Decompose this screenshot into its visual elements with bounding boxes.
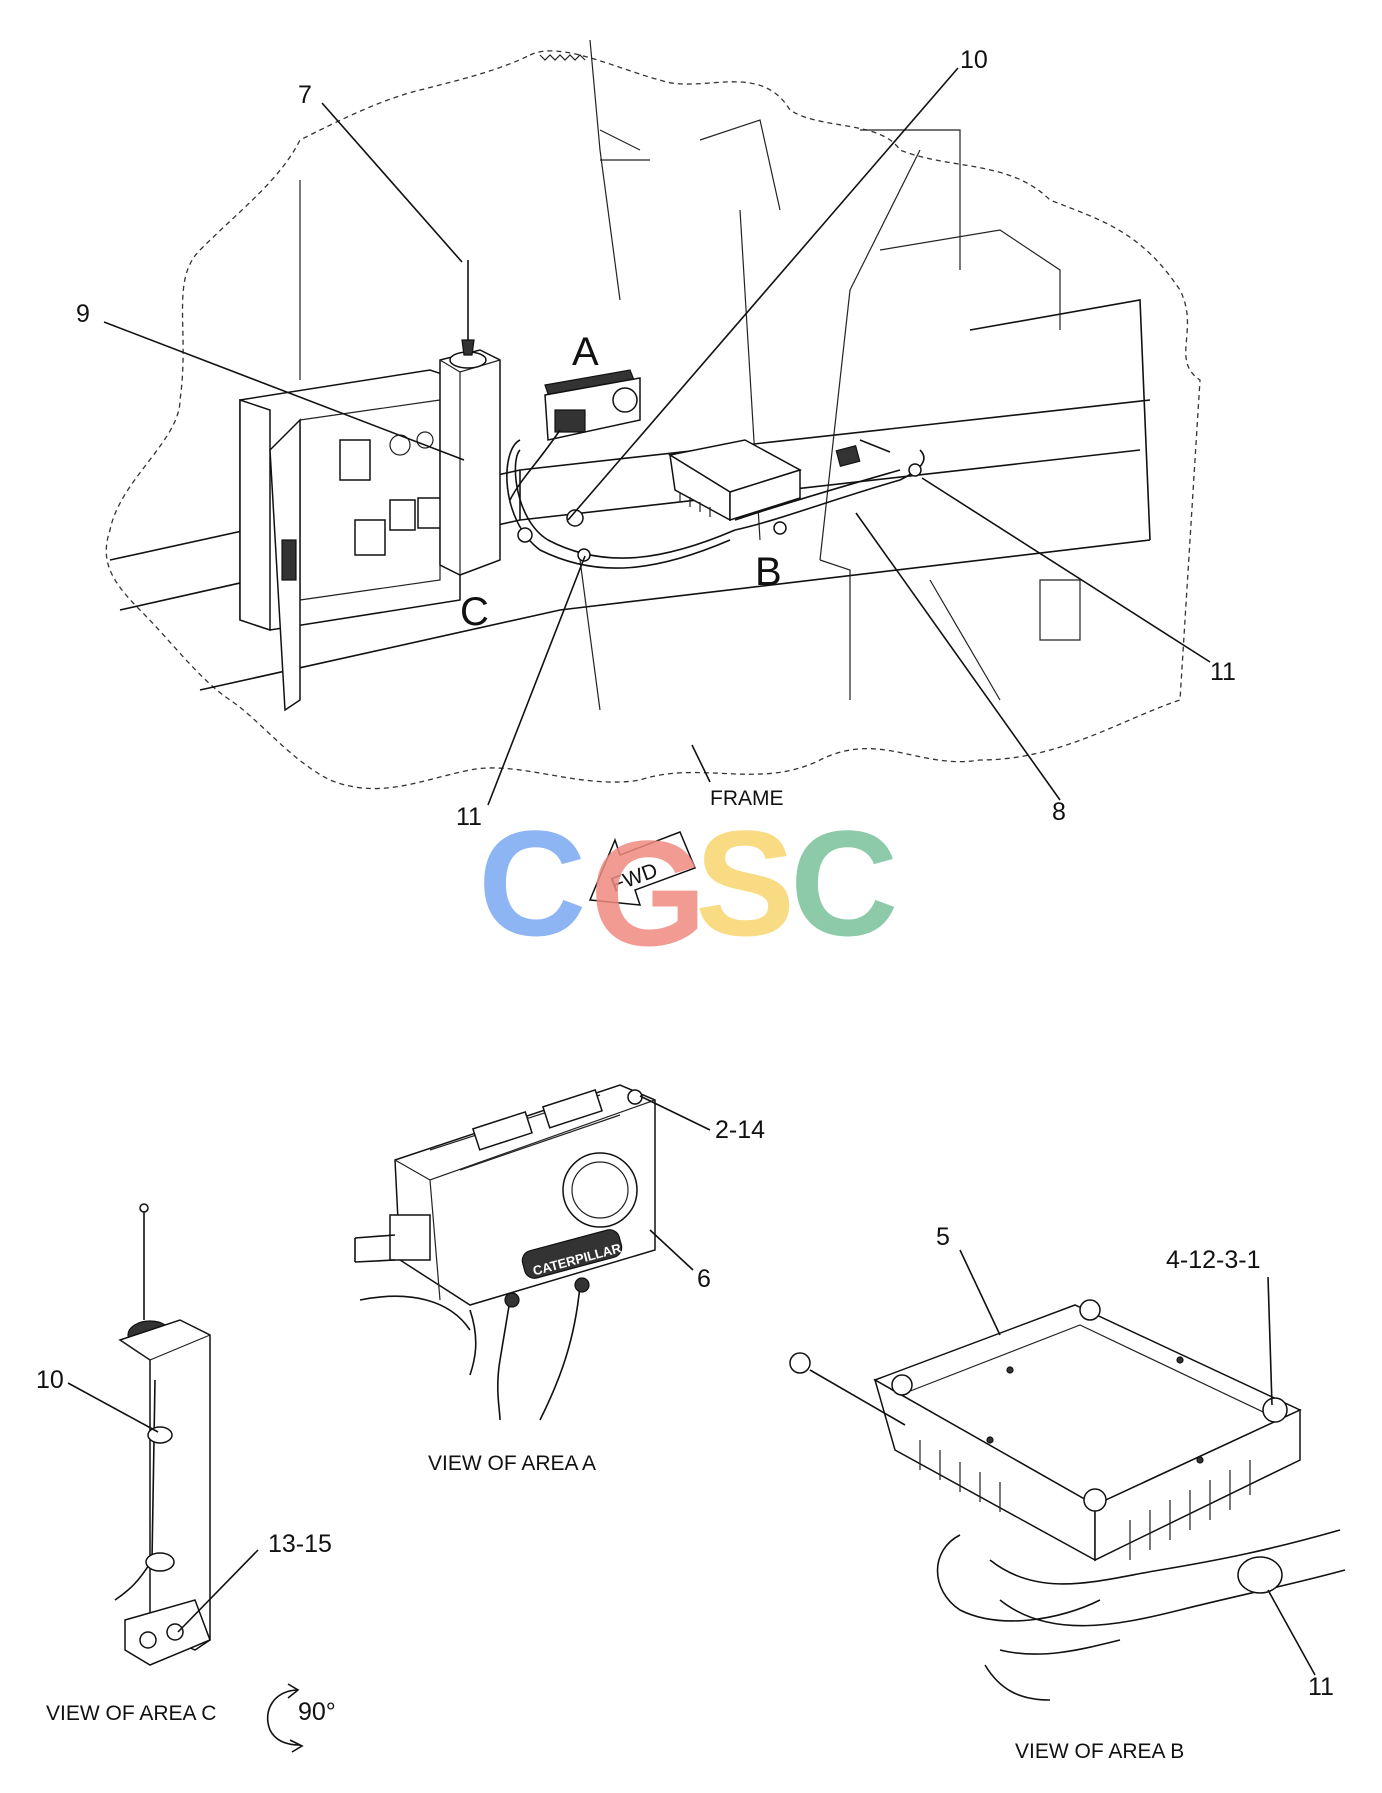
callout-13-15: 13-15 xyxy=(268,1530,332,1558)
view-a-caption: VIEW OF AREA A xyxy=(428,1452,596,1475)
area-letter-c: C xyxy=(460,590,489,634)
rotation-arrow-icon xyxy=(266,1683,304,1753)
callout-10-top: 10 xyxy=(960,46,988,74)
view-c-antenna-bracket xyxy=(114,1203,211,1666)
view-b-caption: VIEW OF AREA B xyxy=(1015,1740,1184,1763)
callout-6: 6 xyxy=(697,1265,711,1293)
watermark-logo: C G S C xyxy=(478,799,898,977)
callout-2-14: 2-14 xyxy=(715,1116,765,1144)
view-a-module: CATERPILLAR xyxy=(354,1084,656,1421)
overview-leader-lines xyxy=(103,67,1211,806)
electrical-box xyxy=(239,369,461,712)
callout-8: 8 xyxy=(1052,798,1066,826)
watermark-letter-c1: C xyxy=(478,799,586,967)
callout-5: 5 xyxy=(936,1223,950,1251)
callout-11-bottom: 11 xyxy=(456,803,482,831)
area-letter-b: B xyxy=(755,550,782,594)
callout-11-right: 11 xyxy=(1210,658,1236,686)
wiring-harness xyxy=(506,429,925,569)
view-c-caption: VIEW OF AREA C xyxy=(46,1702,216,1725)
callout-11-view-b: 11 xyxy=(1308,1673,1334,1701)
watermark-letter-c2: C xyxy=(790,799,898,967)
callout-10-left: 10 xyxy=(36,1366,64,1394)
frame-label: FRAME xyxy=(710,787,784,810)
callout-4-12-3-1: 4-12-3-1 xyxy=(1166,1246,1261,1274)
view-b-module xyxy=(789,1299,1346,1701)
rotation-label: 90° xyxy=(298,1698,336,1726)
module-a xyxy=(544,369,641,441)
callout-9: 9 xyxy=(76,300,90,328)
area-letter-a: A xyxy=(572,330,599,374)
module-b xyxy=(667,439,802,522)
antenna-assembly xyxy=(439,260,501,576)
forward-arrow: FWD xyxy=(588,831,696,906)
watermark-letter-s: S xyxy=(695,799,795,967)
callout-7: 7 xyxy=(298,81,312,109)
watermark-letter-g: G xyxy=(590,809,707,977)
